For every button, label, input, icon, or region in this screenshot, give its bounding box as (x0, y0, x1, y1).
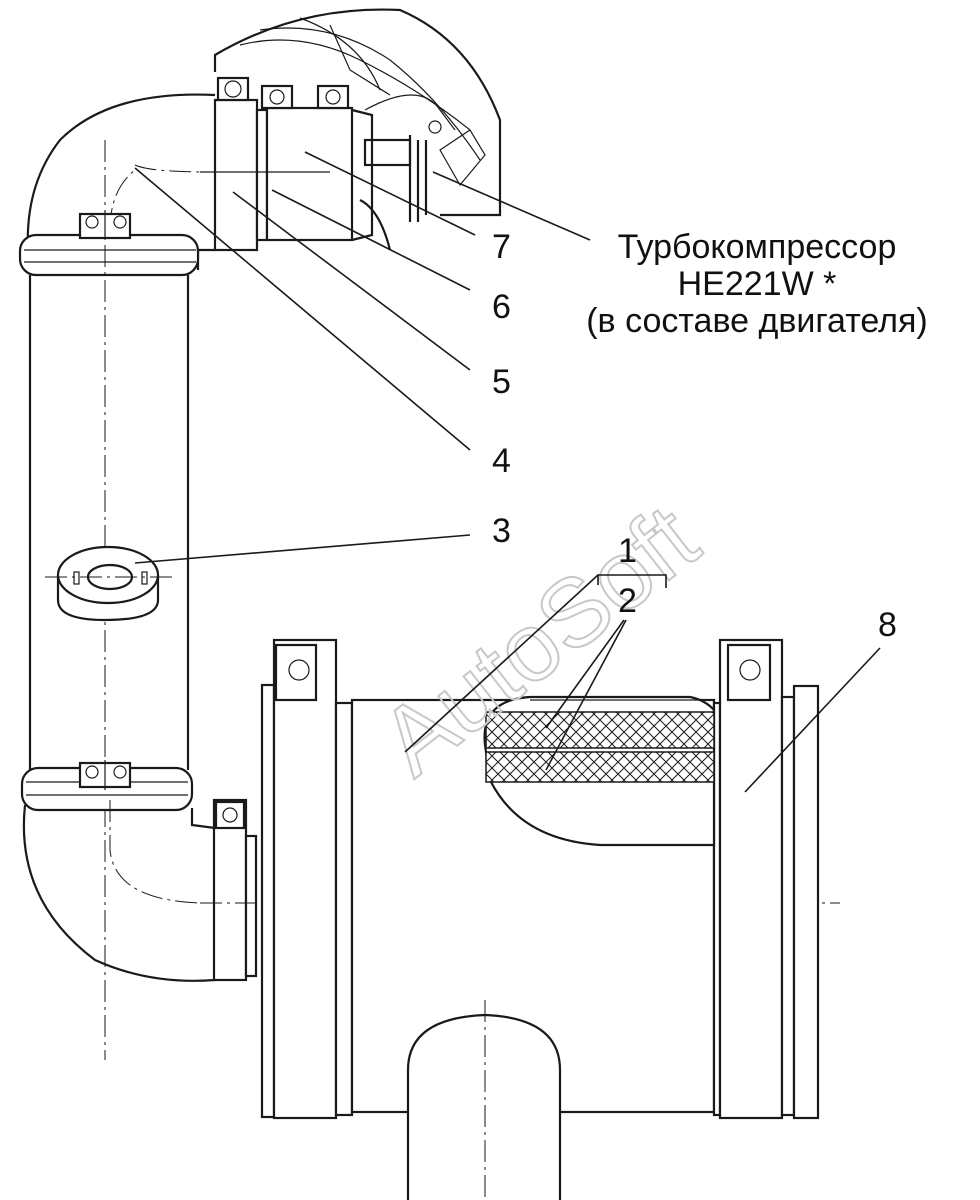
callout-2: 2 (618, 582, 637, 620)
callout-6: 6 (492, 288, 511, 326)
inlet-connection-assembly (200, 76, 392, 252)
leader-lines (134, 151, 881, 793)
caption-line-1: Турбокомпрессор (618, 228, 897, 266)
nut-icon (85, 765, 99, 779)
bolt-icon (325, 89, 341, 105)
bolt-icon (269, 89, 285, 105)
bolt-icon (224, 80, 242, 98)
callout-5: 5 (492, 363, 511, 401)
callout-3: 3 (492, 512, 511, 550)
bolt-icon (739, 659, 761, 681)
callout-4: 4 (492, 442, 511, 480)
caption-line-2: HE221W * (678, 265, 837, 303)
lower-hose-clamp (20, 760, 194, 812)
pipe-boss (45, 545, 175, 622)
nut-icon (113, 215, 127, 229)
filter-element-section (485, 711, 715, 783)
caption-line-3: (в составе двигателя) (586, 302, 928, 340)
air-cleaner-housing (260, 638, 820, 1200)
bolt-icon (222, 807, 238, 823)
callout-numbers: 7 6 5 4 3 1 2 8 (492, 228, 897, 644)
callout-8: 8 (878, 606, 897, 644)
bolt-icon (288, 659, 310, 681)
upper-hose-clamp (18, 210, 200, 277)
turbocompressor (213, 8, 502, 222)
callout-1: 1 (618, 532, 637, 570)
turbocompressor-caption: Турбокомпрессор HE221W * (в составе двиг… (586, 228, 928, 340)
callout-7: 7 (492, 228, 511, 266)
nut-icon (113, 765, 127, 779)
nut-icon (85, 215, 99, 229)
